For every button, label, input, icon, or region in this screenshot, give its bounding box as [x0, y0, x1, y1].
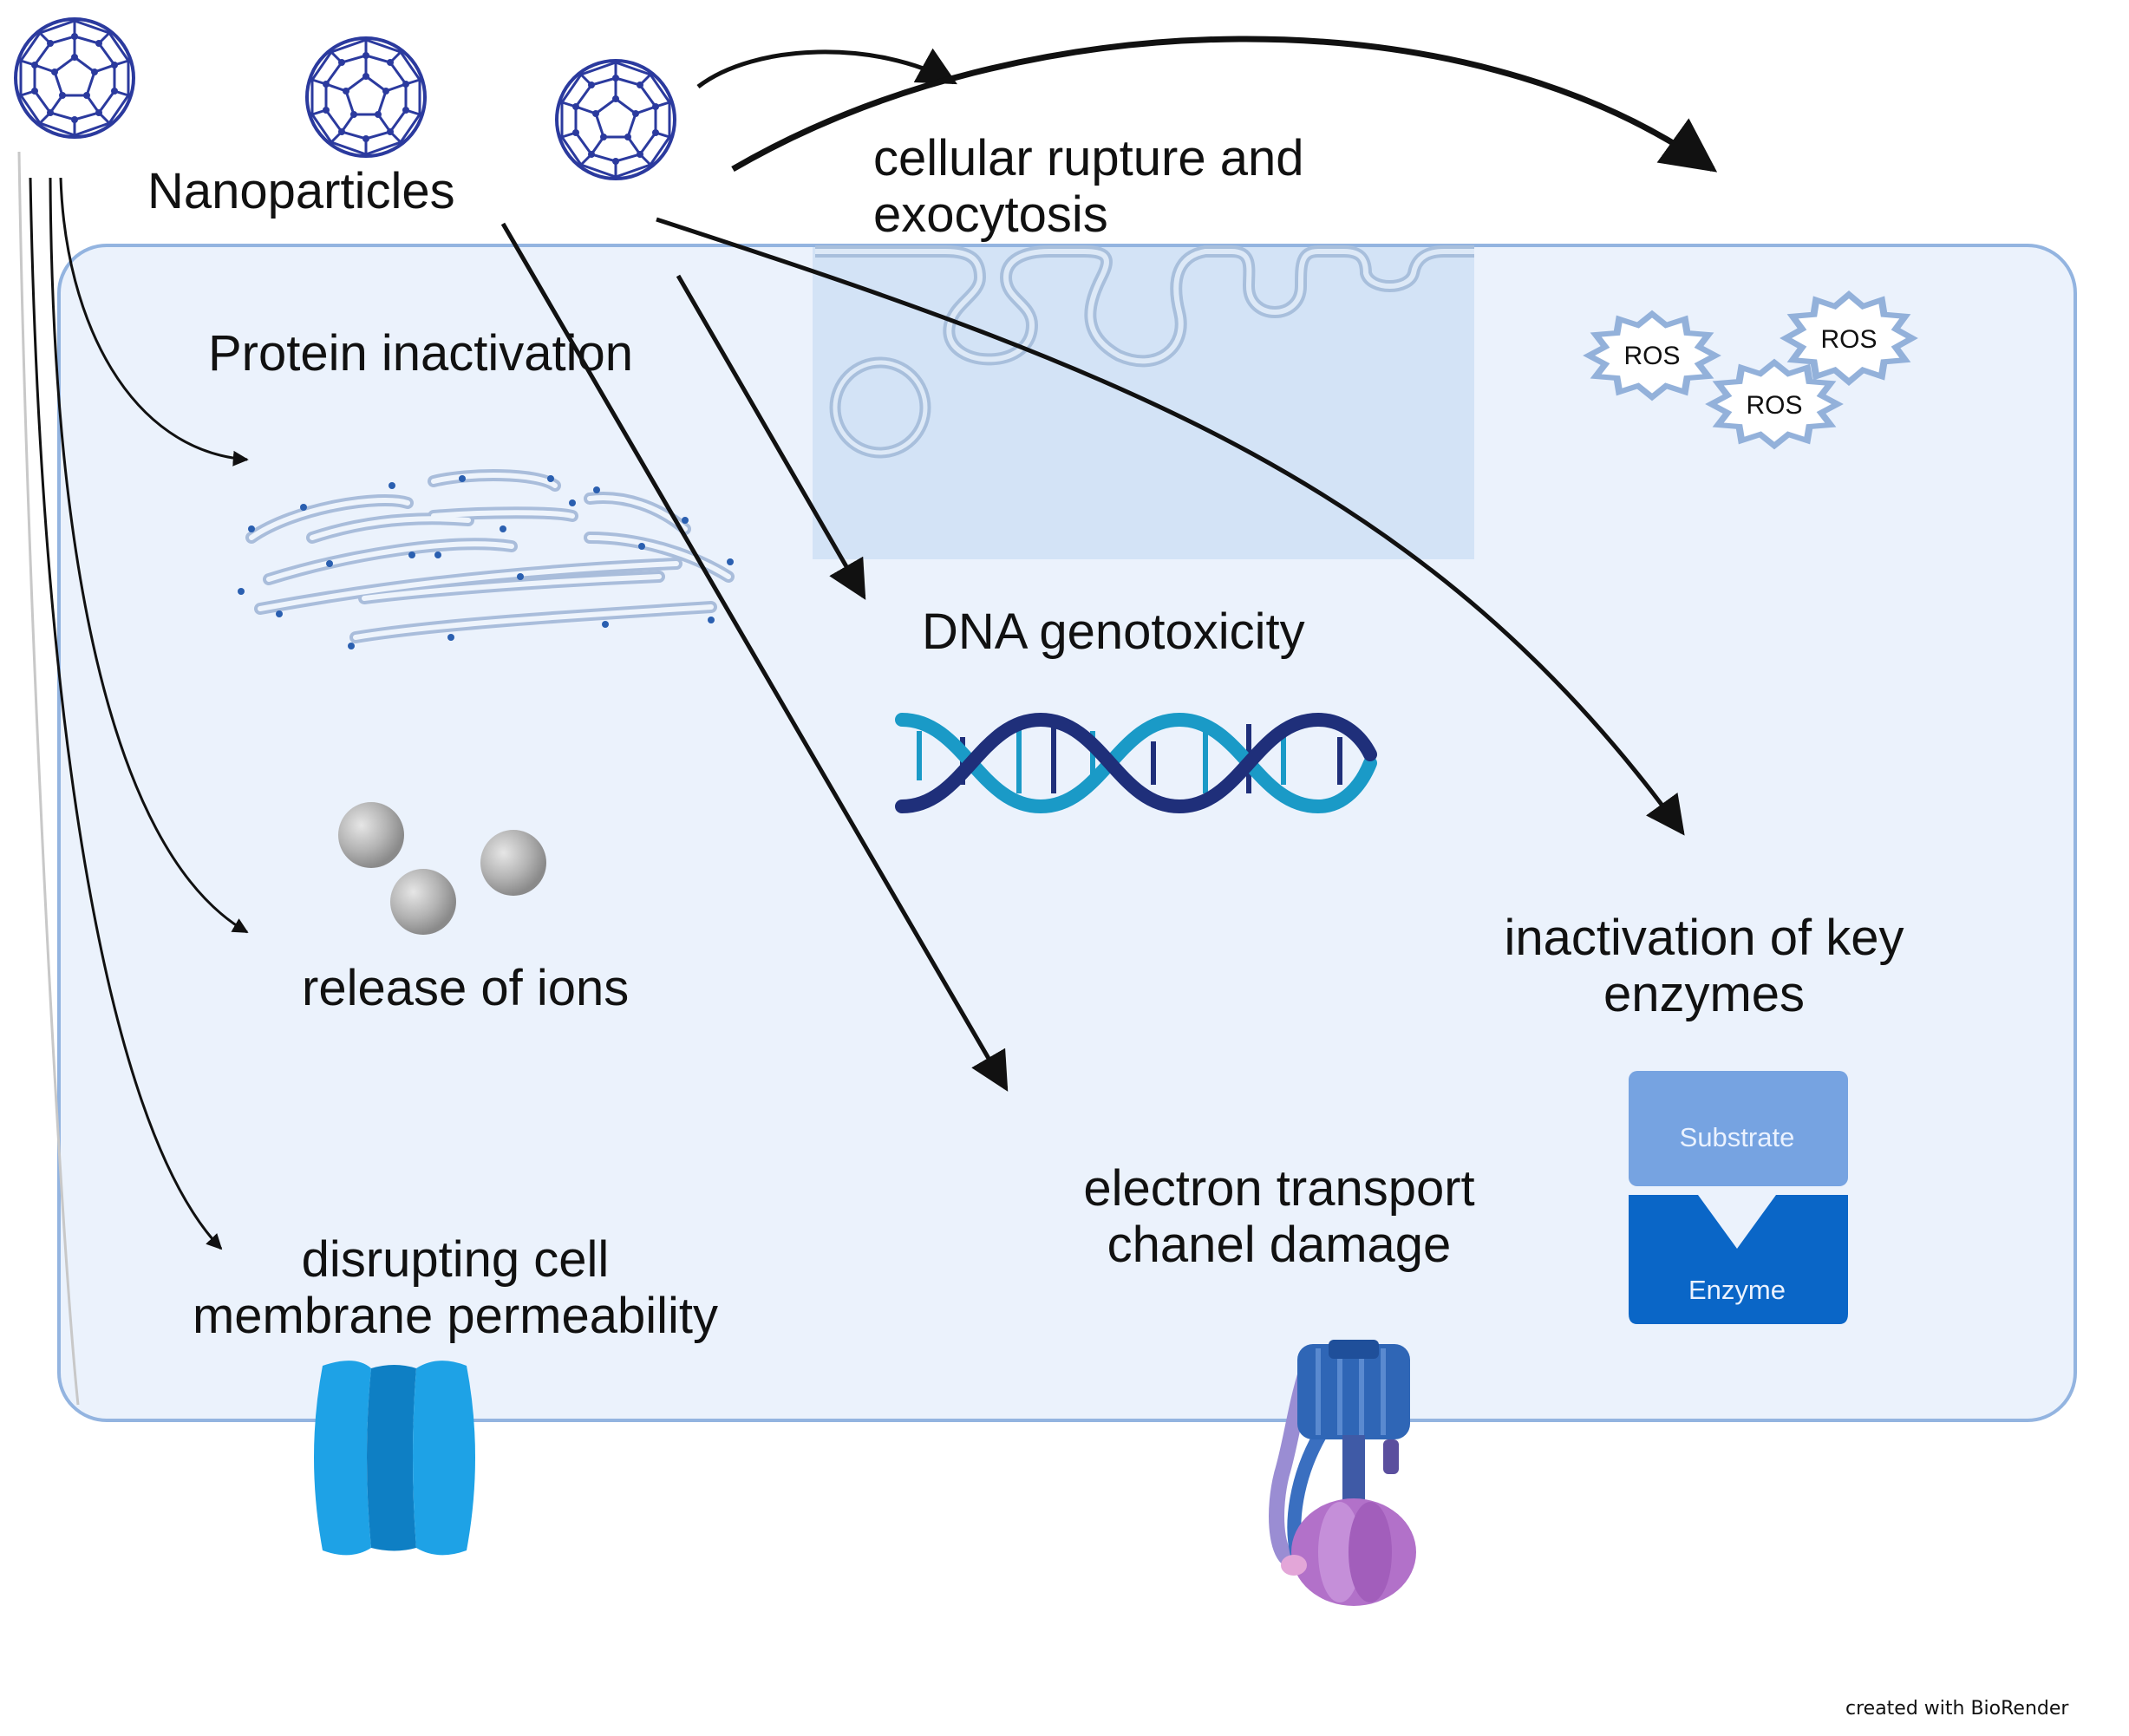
protein-label: Protein inactivation [208, 325, 634, 382]
effect-arrows [17, 36, 1718, 1406]
rupture-label-line2: exocytosis [873, 186, 1108, 243]
electron-label-line2: chanel damage [1107, 1217, 1452, 1273]
enzyme-substrate-icon [1629, 1071, 1848, 1324]
arrow-to-rupture [696, 48, 957, 88]
substrate-label: Substrate [1680, 1122, 1795, 1152]
arrow-to-protein [59, 177, 249, 467]
membrane-label-line2: membrane permeability [192, 1288, 719, 1344]
exocytosis-illustration [813, 245, 1474, 559]
membrane-channel-icon [314, 1361, 475, 1556]
arrow-to-electron [500, 222, 1009, 1092]
ros-label-1: ROS [1623, 342, 1680, 370]
ion-spheres-icon [338, 802, 546, 935]
biorender-credit: created with BioRender [1845, 1698, 2069, 1720]
atp-synthase-icon [1269, 1340, 1416, 1606]
membrane-label-line1: disrupting cell [301, 1231, 610, 1288]
arrow-to-enzymes [656, 217, 1685, 836]
ros-label-3: ROS [1746, 391, 1802, 420]
arrow-to-ros [731, 36, 1718, 173]
ions-label: release of ions [302, 960, 630, 1016]
arrow-to-dna [676, 274, 866, 600]
enzymes-label-line1: inactivation of key [1504, 910, 1904, 966]
ros-label-2: ROS [1820, 325, 1877, 354]
arrow-to-ions [49, 177, 249, 934]
nanoparticles-label: Nanoparticles [147, 163, 455, 219]
enzyme-label: Enzyme [1688, 1275, 1786, 1305]
ros-burst-icon [1583, 290, 1918, 450]
dna-label: DNA genotoxicity [922, 604, 1305, 660]
electron-label-line1: electron transport [1083, 1160, 1475, 1217]
faint-guide-line [17, 151, 80, 1406]
enzymes-label-line2: enzymes [1603, 966, 1806, 1022]
dna-helix-icon [895, 712, 1377, 814]
arrow-to-membrane [29, 177, 223, 1250]
rupture-label-line1: cellular rupture and [873, 130, 1304, 186]
